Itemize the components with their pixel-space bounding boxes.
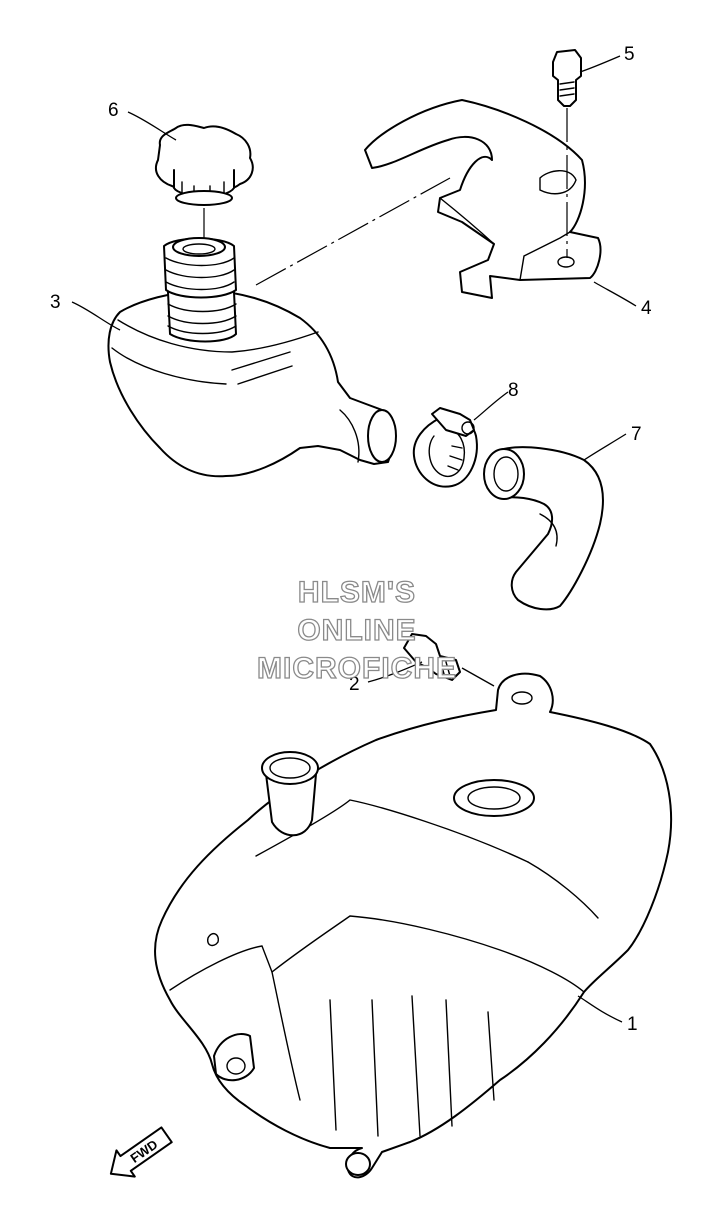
watermark: HLSM'S ONLINE MICROFICHE xyxy=(256,575,457,685)
bolt-part-5[interactable] xyxy=(552,49,582,107)
callout-3: 3 xyxy=(50,292,61,313)
leader-line-8 xyxy=(473,391,509,421)
forward-direction-arrow: FWD xyxy=(109,1126,173,1178)
leader-lines xyxy=(71,55,637,1023)
leader-line-2 xyxy=(367,661,423,683)
hose-part-7[interactable] xyxy=(483,446,604,611)
leader-line-4 xyxy=(593,281,637,307)
watermark-line-3: MICROFICHE xyxy=(257,652,457,685)
callout-1: 1 xyxy=(627,1014,638,1035)
fuel-tank-part-1[interactable] xyxy=(154,672,673,1179)
callout-5: 5 xyxy=(624,44,635,65)
watermark-line-2: ONLINE xyxy=(297,614,416,647)
cap-part-6[interactable] xyxy=(154,123,254,206)
bracket-part-4[interactable] xyxy=(364,99,602,299)
arrow-outline xyxy=(109,1126,173,1178)
callout-6: 6 xyxy=(108,100,119,121)
screw-guide-line xyxy=(461,667,495,687)
leader-line-6 xyxy=(127,111,177,141)
screw-part-2[interactable] xyxy=(403,633,461,681)
oil-tank-part-3[interactable] xyxy=(107,237,397,478)
callout-labels: 1 2 3 4 5 6 7 8 xyxy=(50,44,652,1035)
leader-line-7 xyxy=(583,433,627,461)
callout-4: 4 xyxy=(641,298,652,319)
tank-bracket-guide-line xyxy=(255,177,451,286)
leader-line-1 xyxy=(577,995,623,1023)
leader-line-5 xyxy=(579,55,621,73)
hose-clamp-part-8[interactable] xyxy=(412,407,478,488)
callout-8: 8 xyxy=(508,380,519,401)
watermark-line-1: HLSM'S xyxy=(298,576,416,609)
leader-line-3 xyxy=(71,301,121,331)
callout-2: 2 xyxy=(349,674,360,695)
callout-7: 7 xyxy=(631,424,642,445)
